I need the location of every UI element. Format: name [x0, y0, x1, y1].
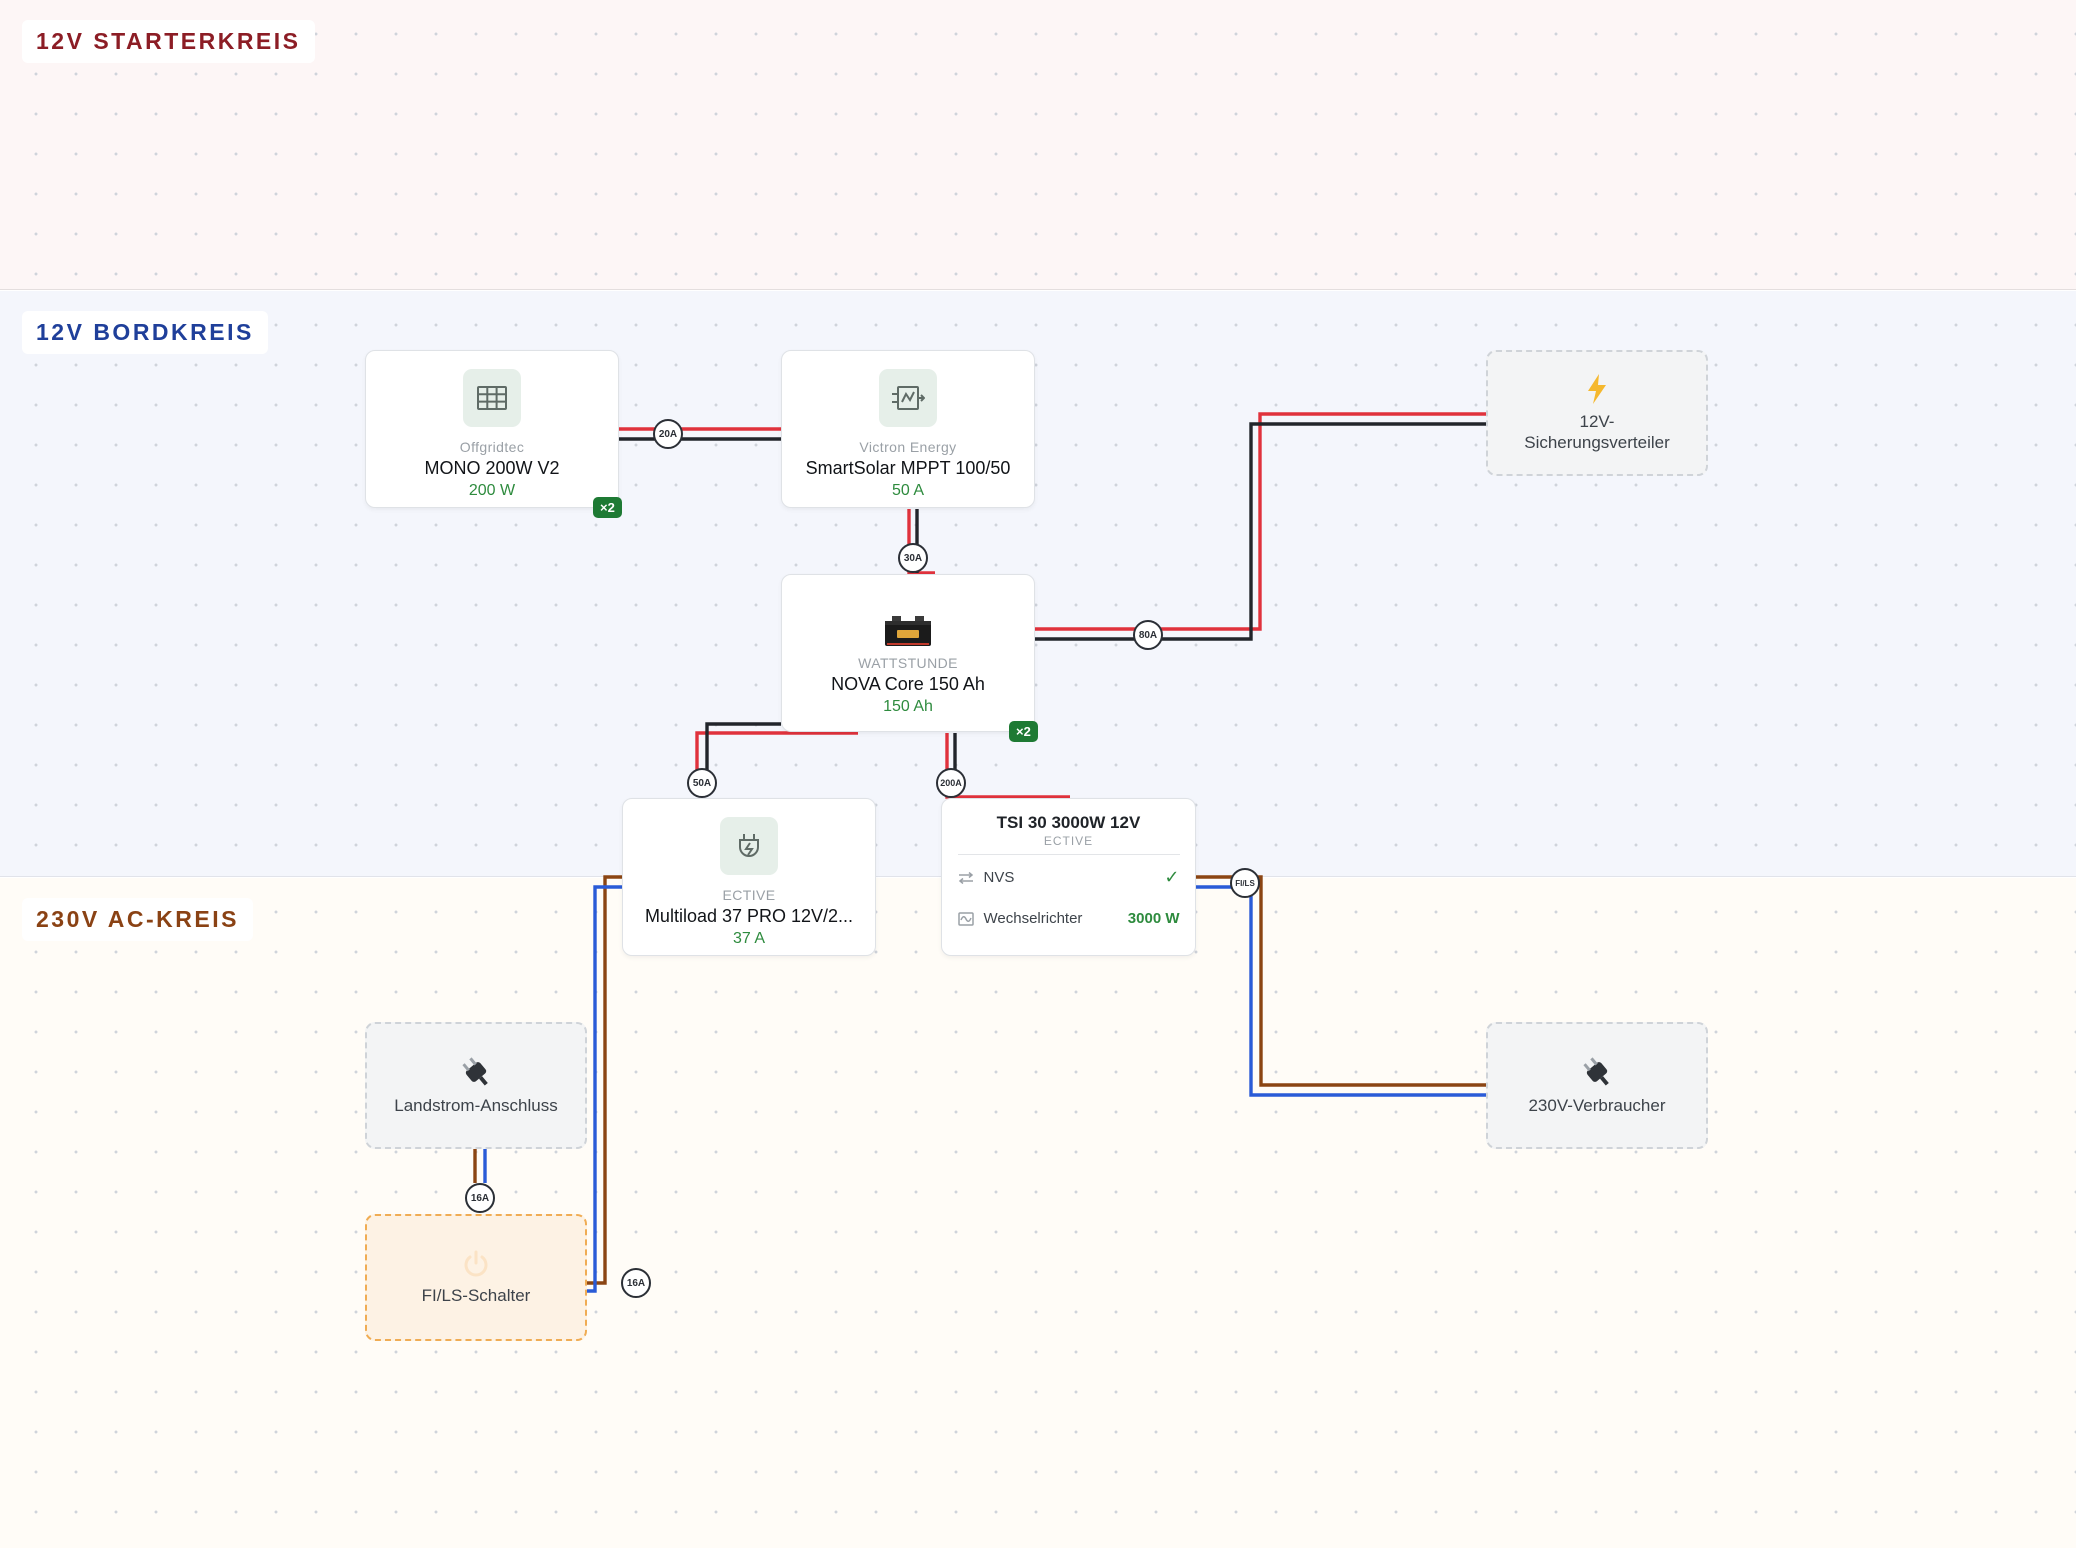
dc-distributor-label: 12V- Sicherungsverteiler — [1524, 411, 1670, 452]
mppt-name: SmartSolar MPPT 100/50 — [805, 458, 1011, 478]
plug-icon — [1583, 1057, 1609, 1086]
zone-label-ac: 230V AC-KREIS — [22, 898, 253, 941]
wire-inverter-consumers-phase — [1196, 875, 1486, 1087]
zone-12v-bordkreis: 12V BORDKREIS — [0, 291, 2076, 877]
wire-battery-charger-negative — [705, 722, 781, 786]
charger-value: 37 A — [732, 930, 766, 947]
inverter-row-wechselrichter: Wechselrichter 3000 W — [957, 910, 1180, 927]
charger-icon — [720, 817, 778, 875]
fuse-inverter-ac[interactable]: FI/LS — [1230, 868, 1260, 898]
wire-mppt-battery-positive — [907, 509, 935, 575]
zone-12v-starterkreis: 12V STARTERKREIS — [0, 0, 2076, 290]
battery-count-badge: ×2 — [1009, 721, 1038, 742]
lightning-icon — [1588, 373, 1606, 404]
fuse-battery-distributor[interactable]: 80A — [1133, 620, 1163, 650]
wire-breaker-charger-phase — [587, 875, 622, 1285]
fuse-solar-mppt[interactable]: 20A — [653, 419, 683, 449]
charger-name: Multiload 37 PRO 12V/2... — [644, 906, 854, 926]
solar-panel-node[interactable]: Offgridtec MONO 200W V2 200 W — [365, 350, 619, 508]
fuse-battery-charger[interactable]: 50A — [687, 768, 717, 798]
battery-name: NOVA Core 150 Ah — [831, 674, 985, 694]
inverter-nvs-check: ✓ — [1164, 867, 1180, 887]
breaker-node[interactable]: FI/LS-Schalter — [365, 1214, 587, 1341]
wire-battery-inverter-positive — [945, 733, 1070, 799]
sine-wave-icon — [957, 911, 974, 926]
inverter-divider — [957, 854, 1180, 855]
inverter-node[interactable]: TSI 30 3000W 12V ECTIVE NVS ✓ Wechselric… — [941, 798, 1196, 956]
transfer-arrows-icon — [958, 871, 973, 884]
wire-battery-distributor-positive — [1035, 412, 1486, 631]
inverter-wechselrichter-value: 3000 W — [1127, 910, 1180, 927]
ac-consumers-node[interactable]: 230V-Verbraucher — [1486, 1022, 1708, 1149]
charger-node[interactable]: ECTIVE Multiload 37 PRO 12V/2... 37 A — [622, 798, 876, 956]
battery-brand: WATTSTUNDE — [858, 655, 958, 671]
solar-panel-brand: Offgridtec — [459, 439, 525, 455]
battery-value: 150 Ah — [883, 698, 933, 715]
shore-power-label: Landstrom-Anschluss — [394, 1095, 558, 1115]
inverter-wechselrichter-label: Wechselrichter — [983, 910, 1083, 927]
inverter-row-nvs: NVS ✓ — [958, 867, 1180, 888]
fuse-shore-breaker[interactable]: 16A — [465, 1183, 495, 1213]
mppt-value: 50 A — [891, 482, 925, 499]
charge-controller-icon — [879, 369, 937, 427]
inverter-name: TSI 30 3000W 12V — [996, 813, 1141, 832]
mppt-node[interactable]: Victron Energy SmartSolar MPPT 100/50 50… — [781, 350, 1035, 508]
battery-node[interactable]: WATTSTUNDE NOVA Core 150 Ah 150 Ah — [781, 574, 1035, 732]
battery-icon — [883, 615, 933, 647]
fuse-breaker-charger[interactable]: 16A — [621, 1268, 651, 1298]
wire-breaker-charger-neutral — [587, 885, 622, 1293]
solar-panel-value: 200 W — [468, 482, 516, 499]
solar-panel-count-badge: ×2 — [593, 497, 622, 518]
fuse-battery-inverter[interactable]: 200A — [936, 768, 966, 798]
wire-battery-charger-positive — [695, 731, 858, 786]
zone-230v-ac-kreis: 230V AC-KREIS — [0, 878, 2076, 1548]
wire-inverter-consumers-neutral — [1196, 885, 1486, 1097]
fuse-mppt-battery[interactable]: 30A — [898, 543, 928, 573]
zone-label-starter: 12V STARTERKREIS — [22, 20, 315, 63]
zone-label-bord: 12V BORDKREIS — [22, 311, 268, 354]
dc-distributor-node[interactable]: 12V- Sicherungsverteiler — [1486, 350, 1708, 476]
ac-consumers-label: 230V-Verbraucher — [1528, 1095, 1666, 1115]
breaker-label: FI/LS-Schalter — [421, 1285, 531, 1305]
plug-icon — [462, 1057, 488, 1086]
solar-panel-icon — [463, 369, 521, 427]
charger-brand: ECTIVE — [722, 887, 776, 903]
mppt-brand: Victron Energy — [859, 439, 957, 455]
inverter-brand: ECTIVE — [1043, 834, 1094, 848]
solar-panel-name: MONO 200W V2 — [424, 458, 560, 478]
inverter-nvs-label: NVS — [983, 869, 1015, 886]
shore-power-node[interactable]: Landstrom-Anschluss — [365, 1022, 587, 1149]
power-icon — [464, 1250, 488, 1277]
